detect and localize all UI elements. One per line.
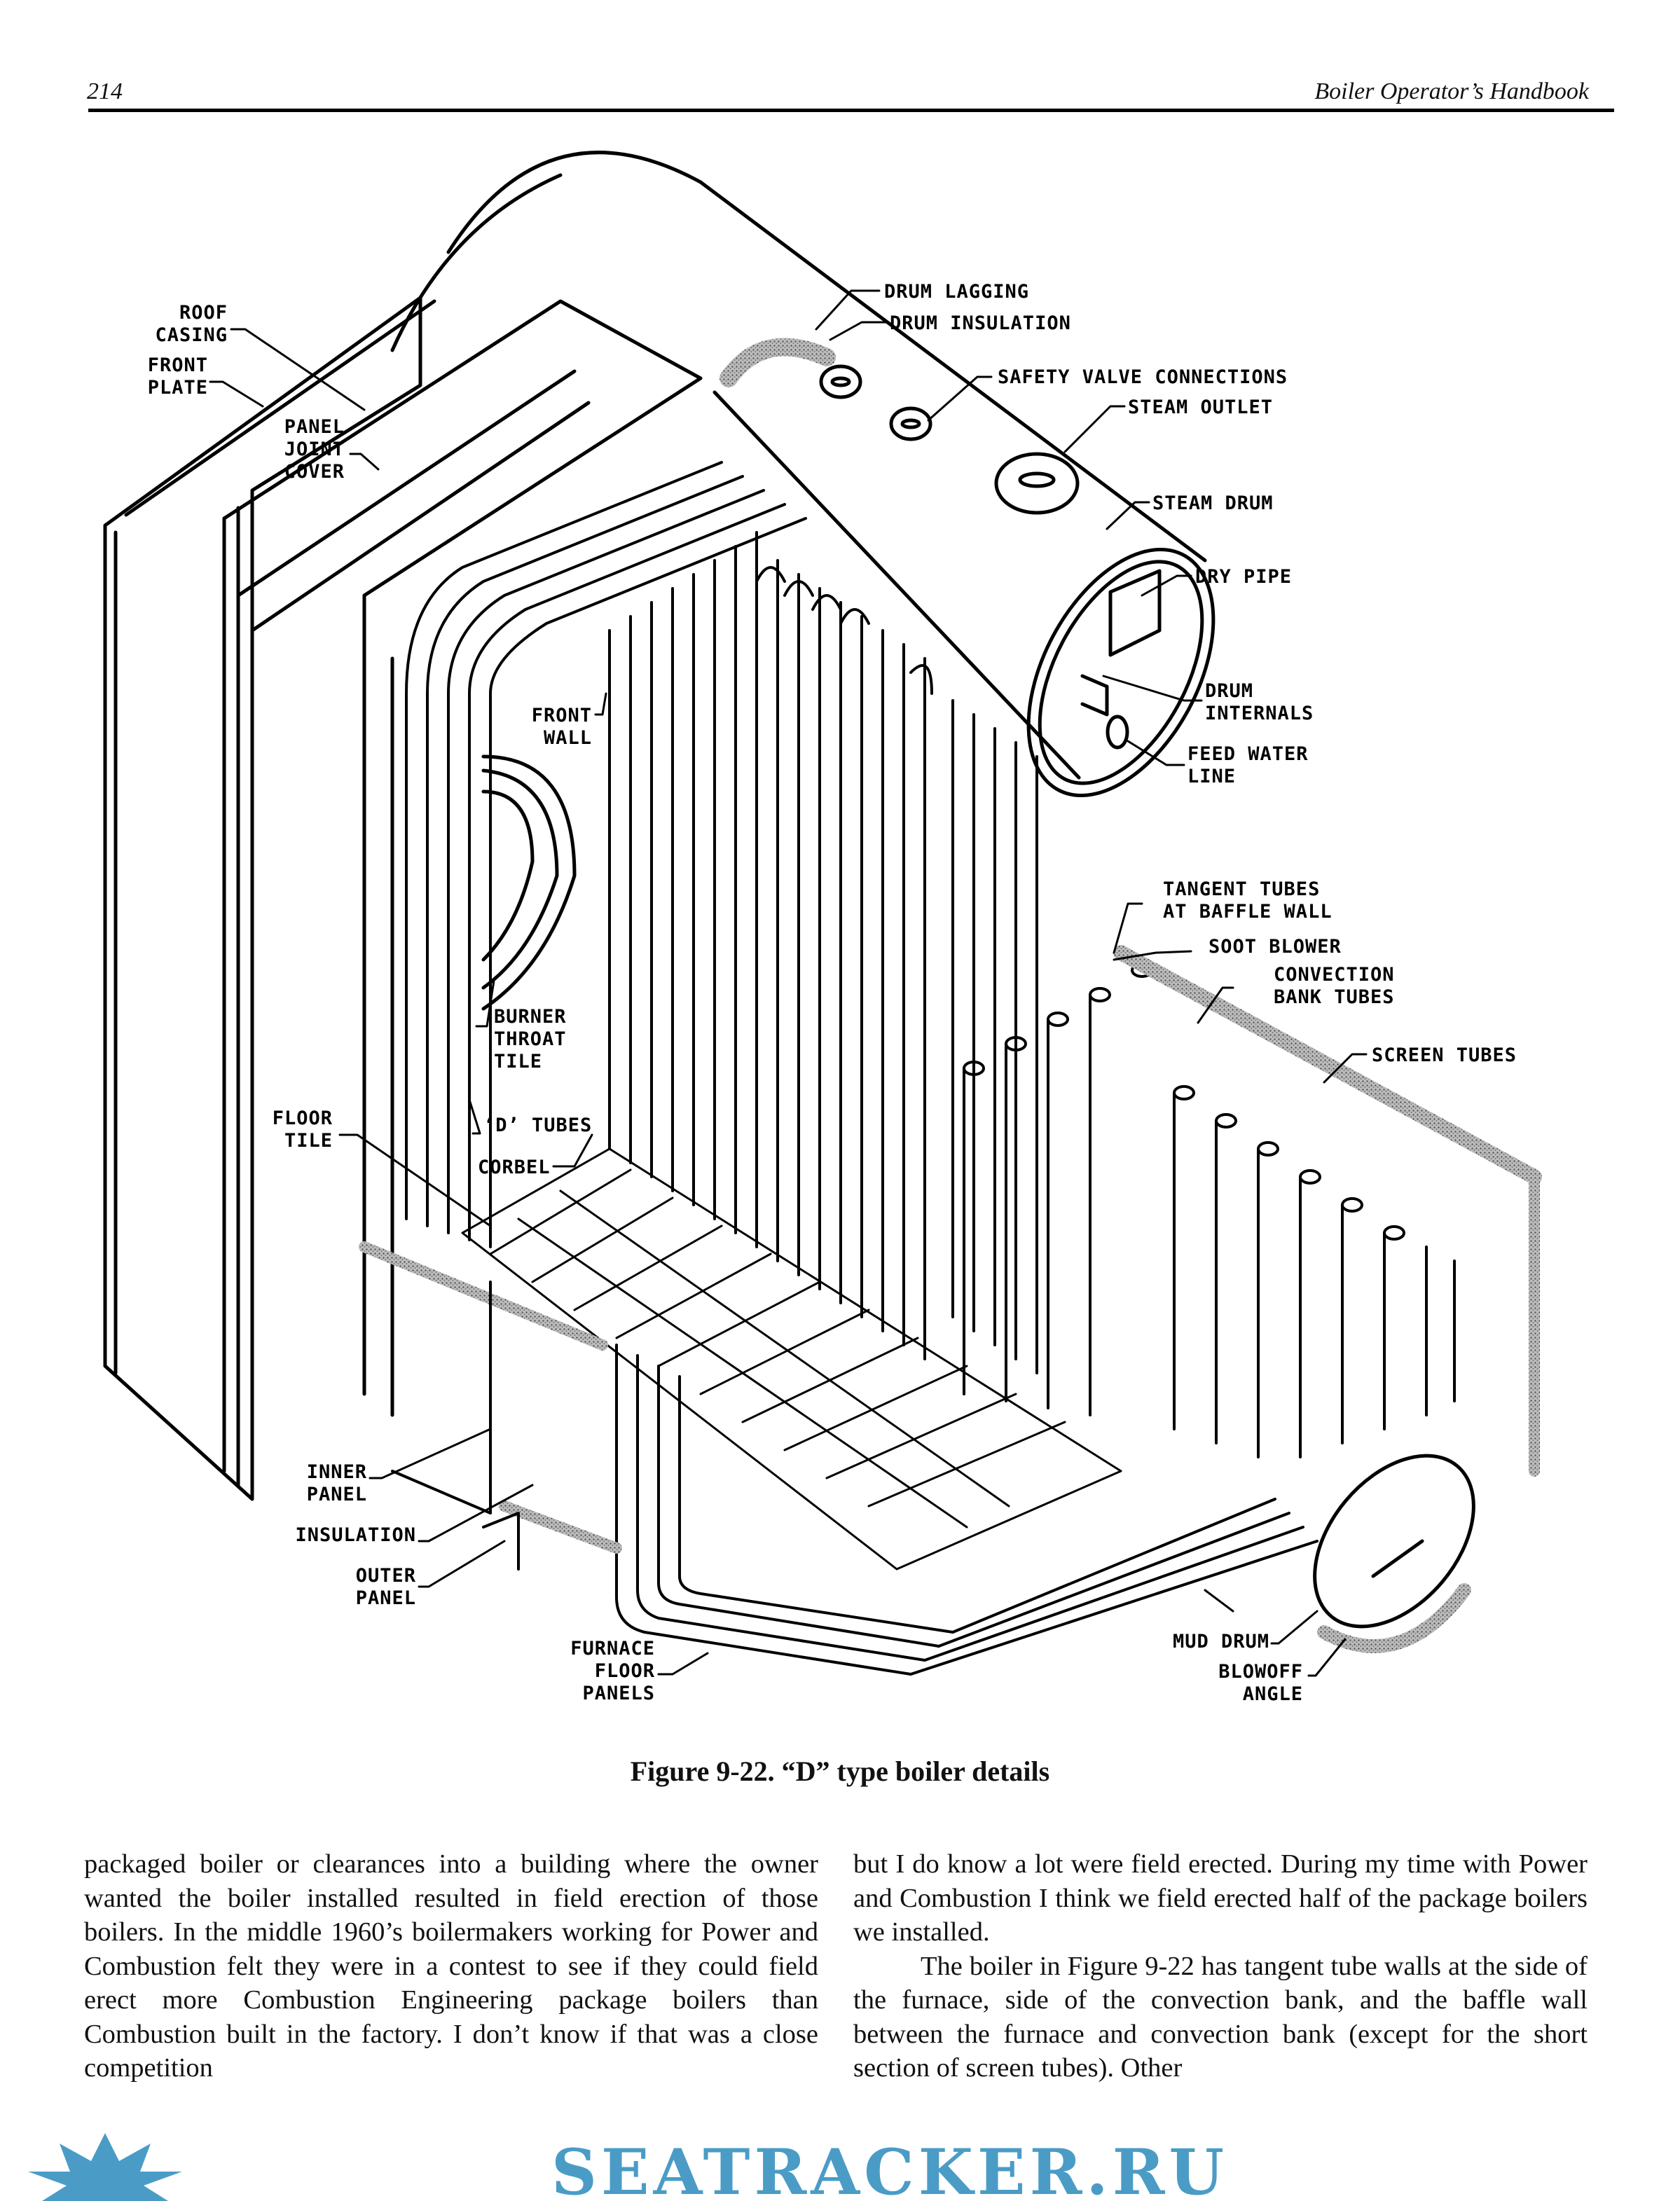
leader-lines: [209, 289, 1368, 1677]
label-drum-internals-1: DRUM: [1205, 680, 1253, 702]
label-blowoff-angle-2: ANGLE: [1243, 1683, 1303, 1705]
label-convection-bank-tubes-2: BANK TUBES: [1274, 986, 1395, 1008]
label-drum-lagging: DRUM LAGGING: [884, 281, 1029, 303]
body-paragraph: The boiler in Figure 9-22 has tangent tu…: [853, 1951, 1588, 2083]
label-steam-drum: STEAM DRUM: [1152, 492, 1274, 514]
page-number: 214: [87, 78, 123, 104]
label-inner-panel-1: INNER: [307, 1461, 367, 1483]
label-screen-tubes: SCREEN TUBES: [1372, 1044, 1517, 1066]
label-burner-throat-tile-2: THROAT: [494, 1028, 567, 1050]
label-soot-blower: SOOT BLOWER: [1209, 936, 1342, 958]
label-panel-joint-cover-2: JOINT: [284, 439, 345, 460]
header-rule: [88, 109, 1614, 112]
label-roof-casing-1: ROOF: [179, 302, 228, 324]
label-panel-joint-cover-3: COVER: [284, 461, 345, 483]
body-paragraph: but I do know a lot were field erected. …: [853, 1849, 1588, 1947]
watermark-star-icon: [28, 2133, 182, 2201]
label-tangent-tubes-2: AT BAFFLE WALL: [1163, 901, 1333, 923]
label-floor-tile-1: FLOOR: [273, 1108, 333, 1129]
label-drum-insulation: DRUM INSULATION: [890, 312, 1071, 334]
label-feed-water-line-2: LINE: [1187, 766, 1236, 787]
boiler-diagram: ROOF CASING FRONT PLATE PANEL JOINT COVE…: [103, 151, 1542, 1705]
convection-bank-shape: [963, 945, 1542, 1477]
label-front-plate-2: PLATE: [148, 377, 208, 399]
label-dry-pipe: DRY PIPE: [1195, 566, 1292, 588]
label-outer-panel-1: OUTER: [356, 1565, 416, 1587]
burner-throat-tile-shape: [481, 754, 577, 1011]
watermark: SEATRACKER.RU: [28, 2133, 1228, 2201]
label-drum-internals-2: INTERNALS: [1205, 703, 1314, 724]
label-burner-throat-tile-1: BURNER: [494, 1006, 567, 1028]
label-inner-panel-2: PANEL: [307, 1484, 367, 1505]
label-insulation: INSULATION: [295, 1524, 416, 1546]
floor-tile-shape: [461, 1147, 1122, 1571]
label-floor-tile-2: TILE: [284, 1130, 333, 1152]
label-mud-drum: MUD DRUM: [1173, 1631, 1269, 1653]
label-tangent-tubes-1: TANGENT TUBES: [1163, 878, 1320, 900]
body-column-right: but I do know a lot were field erected. …: [853, 1847, 1588, 2085]
front-wall-tubes-shape: [608, 531, 1038, 1374]
label-convection-bank-tubes-1: CONVECTION: [1274, 964, 1395, 986]
label-front-wall-2: WALL: [544, 727, 592, 749]
label-furnace-floor-panels-2: FLOOR: [595, 1660, 655, 1682]
body-column-left: packaged boiler or clearances into a bui…: [84, 1847, 818, 2085]
steam-drum-shape: [390, 151, 1216, 798]
label-front-wall-1: FRONT: [532, 705, 592, 726]
label-blowoff-angle-1: BLOWOFF: [1218, 1661, 1303, 1683]
label-outer-panel-2: PANEL: [356, 1587, 416, 1609]
label-furnace-floor-panels-3: PANELS: [582, 1683, 655, 1704]
d-tubes-shape: [391, 461, 807, 1248]
label-steam-outlet: STEAM OUTLET: [1128, 396, 1273, 418]
running-head-title: Boiler Operator’s Handbook: [1314, 78, 1589, 104]
label-corbel: CORBEL: [478, 1157, 551, 1178]
label-feed-water-line-1: FEED WATER: [1187, 743, 1309, 765]
label-front-plate-1: FRONT: [148, 354, 208, 376]
label-burner-throat-tile-3: TILE: [494, 1051, 542, 1072]
figure-caption: Figure 9-22. “D” type boiler details: [630, 1755, 1050, 1787]
label-furnace-floor-panels-1: FURNACE: [570, 1638, 655, 1660]
furnace-floor-panels-shape: [359, 1241, 1318, 1676]
label-safety-valve-connections: SAFETY VALVE CONNECTIONS: [998, 366, 1288, 388]
body-paragraph: packaged boiler or clearances into a bui…: [84, 1849, 818, 2083]
label-roof-casing-2: CASING: [155, 324, 228, 346]
watermark-text: SEATRACKER.RU: [551, 2135, 1228, 2201]
label-panel-joint-cover-1: PANEL: [284, 416, 345, 438]
front-plate-shape: [103, 296, 436, 1501]
label-d-tubes: ‘D’ TUBES: [483, 1115, 592, 1136]
